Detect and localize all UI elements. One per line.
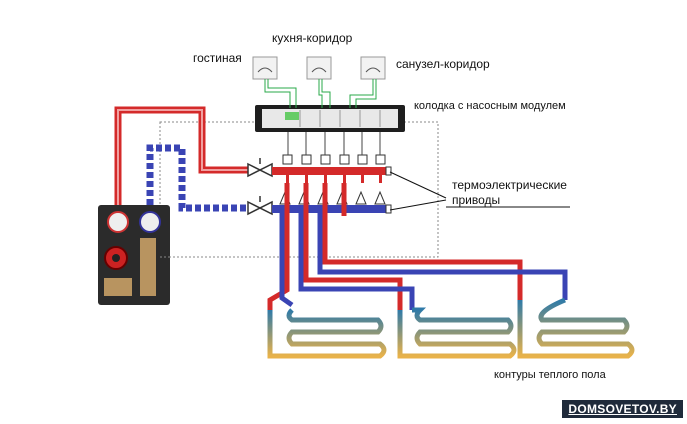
return-pipe: [146, 144, 248, 212]
thermostat-icon: [360, 56, 386, 80]
label-living-room: гостиная: [193, 51, 242, 65]
actuator-icon: [375, 154, 386, 165]
terminal-block: [255, 105, 405, 132]
label-terminal-block: колодка с насосным модулем: [414, 100, 566, 112]
thermometer-gauge-right: [139, 211, 161, 233]
actuator-icons: [282, 154, 386, 165]
floor-loop-1: [267, 308, 387, 359]
thermostat-icon: [306, 56, 332, 80]
thermometer-gauge-left: [107, 211, 129, 233]
label-bathroom-corridor: санузел-коридор: [396, 57, 490, 71]
return-manifold: [272, 205, 390, 213]
supply-manifold: [272, 167, 390, 175]
actuator-icon: [357, 154, 368, 165]
watermark: DOMSOVETOV.BY: [562, 400, 683, 418]
label-kitchen-corridor: кухня-коридор: [272, 31, 353, 45]
floor-loop-2: [397, 307, 517, 359]
label-actuators-line2: приводы: [452, 193, 501, 207]
label-actuators-line1: термоэлектрические: [452, 178, 567, 192]
thermostat-wires: [264, 79, 377, 108]
label-floor-loops: контуры теплого пола: [494, 369, 606, 381]
loop-feed-pipes: [267, 183, 568, 310]
actuator-icon: [339, 154, 350, 165]
actuator-leader: [389, 171, 447, 199]
thermostat-icon: [252, 56, 278, 80]
ball-valve-icon: [247, 196, 273, 216]
actuator-icon: [320, 154, 331, 165]
pump-mixing-unit: [98, 205, 170, 305]
actuator-icon: [282, 154, 293, 165]
floor-loop-3: [517, 297, 635, 359]
actuator-icon: [301, 154, 312, 165]
ball-valve-icon: [247, 158, 273, 178]
